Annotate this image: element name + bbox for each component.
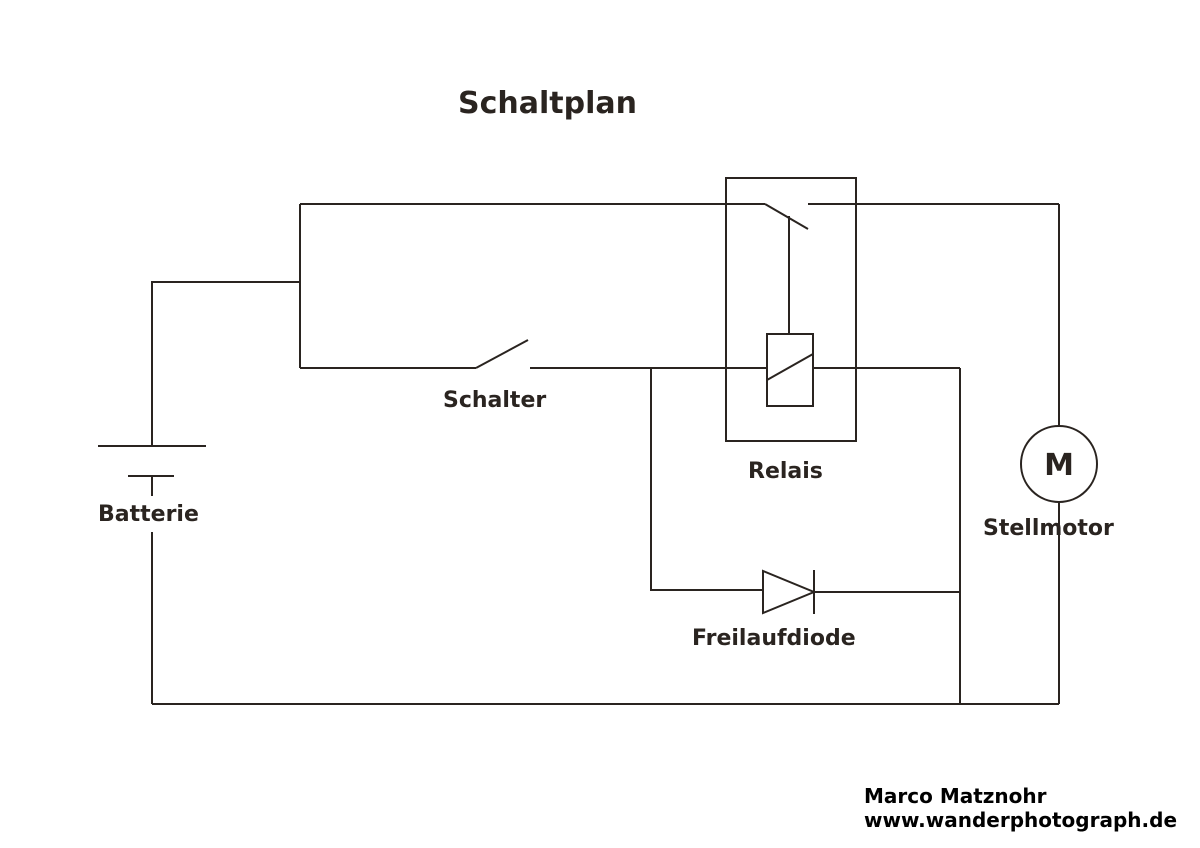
relay-symbol <box>651 177 1059 442</box>
switch-label: Schalter <box>443 388 546 413</box>
credit-website: www.wanderphotograph.de <box>864 808 1178 832</box>
motor-symbol <box>1020 204 1098 704</box>
diode-triangle <box>762 569 817 615</box>
diode-symbol <box>650 368 960 615</box>
motor-symbol-letter: M <box>1044 448 1074 483</box>
switch-lever <box>475 339 529 369</box>
relay-label: Relais <box>748 459 823 484</box>
relay-coil <box>766 333 814 407</box>
relay-contact <box>764 203 809 230</box>
motor-label: Stellmotor <box>983 516 1114 541</box>
credit-author: Marco Matznohr <box>864 784 1047 808</box>
relay-housing <box>725 177 857 442</box>
diode-label: Freilaufdiode <box>692 626 856 651</box>
diagram-title: Schaltplan <box>458 86 637 121</box>
battery-label: Batterie <box>98 502 199 527</box>
switch-symbol <box>300 339 651 369</box>
battery-symbol <box>98 281 300 704</box>
